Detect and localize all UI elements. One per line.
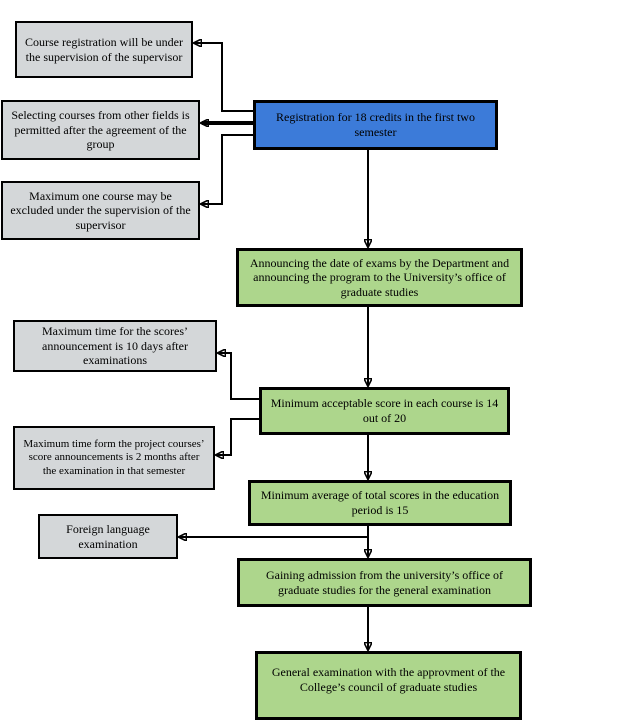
node-min-score: Minimum acceptable score in each course … — [259, 387, 510, 435]
connector-registration-to-exclusion — [202, 134, 253, 204]
node-scores-deadline-note: Maximum time for the scores’ announcemen… — [13, 320, 217, 372]
node-registration-label: Registration for 18 credits in the first… — [276, 110, 475, 139]
node-project-scores-note: Maximum time form the project courses’ s… — [13, 426, 215, 490]
connector-registration-to-supervision — [195, 43, 253, 112]
connector-min-score-to-scores-deadline — [219, 353, 259, 400]
node-project-scores-note-label: Maximum time form the project courses’ s… — [23, 437, 205, 477]
connector-min-score-to-project-scores — [217, 418, 259, 455]
node-admission-label: Gaining admission from the university’s … — [265, 567, 504, 597]
node-exclusion-note: Maximum one course may be excluded under… — [1, 181, 200, 240]
node-registration: Registration for 18 credits in the first… — [253, 100, 498, 150]
node-exam-announcement-label: Announcing the date of exams by the Depa… — [249, 255, 510, 299]
node-general-exam: General examination with the approvment … — [255, 651, 522, 720]
node-min-average-label: Minimum average of total scores in the e… — [260, 488, 500, 517]
node-foreign-language: Foreign language examination — [38, 514, 178, 559]
node-foreign-language-label: Foreign language examination — [66, 521, 150, 551]
node-exclusion-note-label: Maximum one course may be excluded under… — [10, 188, 191, 232]
node-supervision-note: Course registration will be under the su… — [15, 21, 193, 78]
node-general-exam-label: General examination with the approvment … — [271, 664, 506, 694]
node-scores-deadline-note-label: Maximum time for the scores’ announcemen… — [42, 324, 188, 368]
node-other-fields-note: Selecting courses from other fields is p… — [1, 100, 200, 160]
node-admission: Gaining admission from the university’s … — [237, 558, 532, 607]
node-supervision-note-label: Course registration will be under the su… — [25, 34, 183, 64]
node-other-fields-note-label: Selecting courses from other fields is p… — [11, 108, 190, 152]
node-exam-announcement: Announcing the date of exams by the Depa… — [236, 248, 523, 307]
node-min-score-label: Minimum acceptable score in each course … — [270, 396, 499, 425]
node-min-average: Minimum average of total scores in the e… — [248, 480, 512, 526]
